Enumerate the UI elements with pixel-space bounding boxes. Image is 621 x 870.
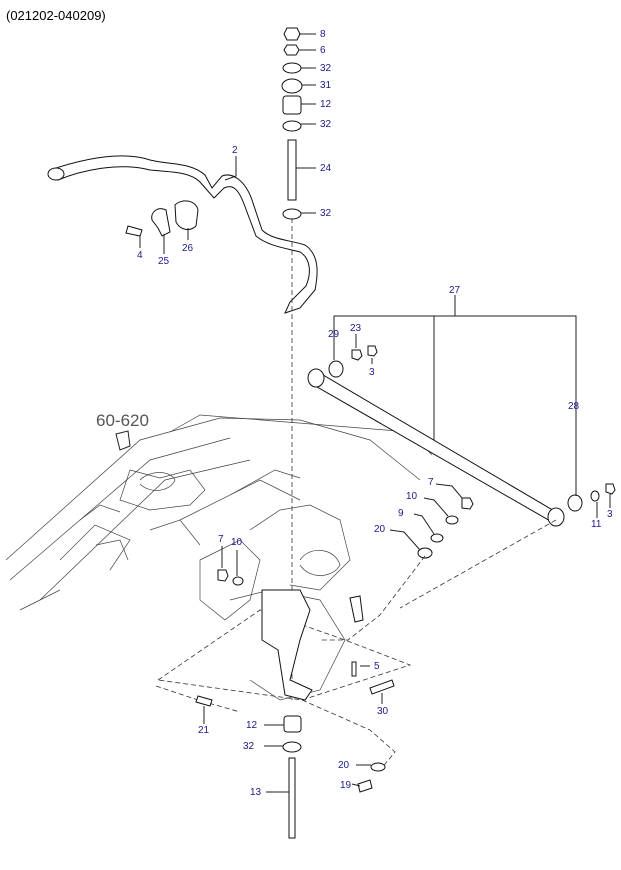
label-10b: 10 bbox=[231, 537, 243, 548]
part-labels: 8 6 32 31 12 32 24 32 2 4 25 26 27 29 23… bbox=[137, 29, 613, 798]
bushing-bracket-set bbox=[125, 200, 199, 237]
bolt-4-icon bbox=[125, 225, 143, 237]
reference-tab-icon bbox=[115, 430, 131, 451]
label-7b: 7 bbox=[218, 534, 224, 545]
washer-32-top-icon bbox=[282, 62, 302, 74]
label-27: 27 bbox=[449, 285, 461, 296]
nut-3-left-icon bbox=[367, 345, 378, 357]
washer-20-bottom-icon bbox=[370, 762, 386, 772]
spacer-24-icon bbox=[287, 139, 297, 201]
bolt-13-icon bbox=[288, 757, 296, 839]
washer-11-icon bbox=[590, 490, 600, 502]
washer-32-mid-icon bbox=[282, 120, 302, 132]
label-28: 28 bbox=[568, 401, 580, 412]
label-30: 30 bbox=[377, 706, 389, 717]
label-4: 4 bbox=[137, 250, 143, 261]
bushing-29-icon bbox=[328, 360, 344, 378]
label-26: 26 bbox=[182, 243, 194, 254]
label-29: 29 bbox=[328, 329, 340, 340]
label-5: 5 bbox=[374, 661, 380, 672]
reference-label: 60-620 bbox=[96, 411, 149, 430]
label-24: 24 bbox=[320, 163, 332, 174]
washer-32-low-icon bbox=[282, 208, 302, 220]
bushing-28-icon bbox=[567, 494, 583, 512]
nut-8-icon bbox=[283, 27, 301, 41]
label-19: 19 bbox=[340, 780, 352, 791]
lower-bracket bbox=[155, 519, 557, 771]
right-hardware bbox=[217, 497, 474, 586]
nut-3-right-icon bbox=[605, 483, 616, 495]
label-32d: 32 bbox=[243, 741, 255, 752]
vehicle-frame bbox=[5, 414, 433, 701]
bolt-30-icon bbox=[369, 679, 395, 695]
bolt-21-icon bbox=[195, 695, 213, 707]
bushing-12-bottom-icon bbox=[283, 715, 302, 733]
label-23: 23 bbox=[350, 323, 362, 334]
clamp-25-icon bbox=[151, 208, 171, 237]
label-20b: 20 bbox=[338, 760, 350, 771]
mount-bracket-icon bbox=[261, 589, 313, 701]
label-11: 11 bbox=[591, 519, 602, 530]
cup-31-icon bbox=[281, 78, 303, 94]
washer-23-icon bbox=[351, 349, 363, 361]
label-6: 6 bbox=[320, 45, 326, 56]
label-21: 21 bbox=[198, 725, 210, 736]
bushing-12-top-icon bbox=[282, 95, 302, 115]
label-13: 13 bbox=[250, 787, 262, 798]
washer-32-bottom-icon bbox=[282, 741, 302, 753]
bolt-19-icon bbox=[357, 779, 373, 793]
label-25: 25 bbox=[158, 256, 170, 267]
label-12a: 12 bbox=[320, 99, 332, 110]
stabilizer-bar bbox=[47, 155, 318, 314]
label-3a: 3 bbox=[369, 367, 375, 378]
lateral-rod-assembly bbox=[307, 345, 616, 527]
label-10a: 10 bbox=[406, 491, 418, 502]
label-2: 2 bbox=[232, 145, 238, 156]
link-stack bbox=[281, 27, 303, 220]
label-3b: 3 bbox=[607, 509, 613, 520]
label-20a: 20 bbox=[374, 524, 386, 535]
diagram-code: (021202-040209) bbox=[6, 8, 106, 23]
bottom-stack bbox=[282, 715, 386, 839]
label-8: 8 bbox=[320, 29, 326, 40]
label-32c: 32 bbox=[320, 208, 332, 219]
nut-6-icon bbox=[283, 44, 300, 56]
label-7a: 7 bbox=[428, 477, 434, 488]
bolt-5-icon bbox=[351, 661, 357, 677]
bushing-26-icon bbox=[174, 200, 199, 230]
label-9: 9 bbox=[398, 508, 404, 519]
label-32a: 32 bbox=[320, 63, 332, 74]
label-12b: 12 bbox=[246, 720, 258, 731]
label-32b: 32 bbox=[320, 119, 332, 130]
leader-lines bbox=[139, 33, 611, 793]
label-31: 31 bbox=[320, 80, 332, 91]
